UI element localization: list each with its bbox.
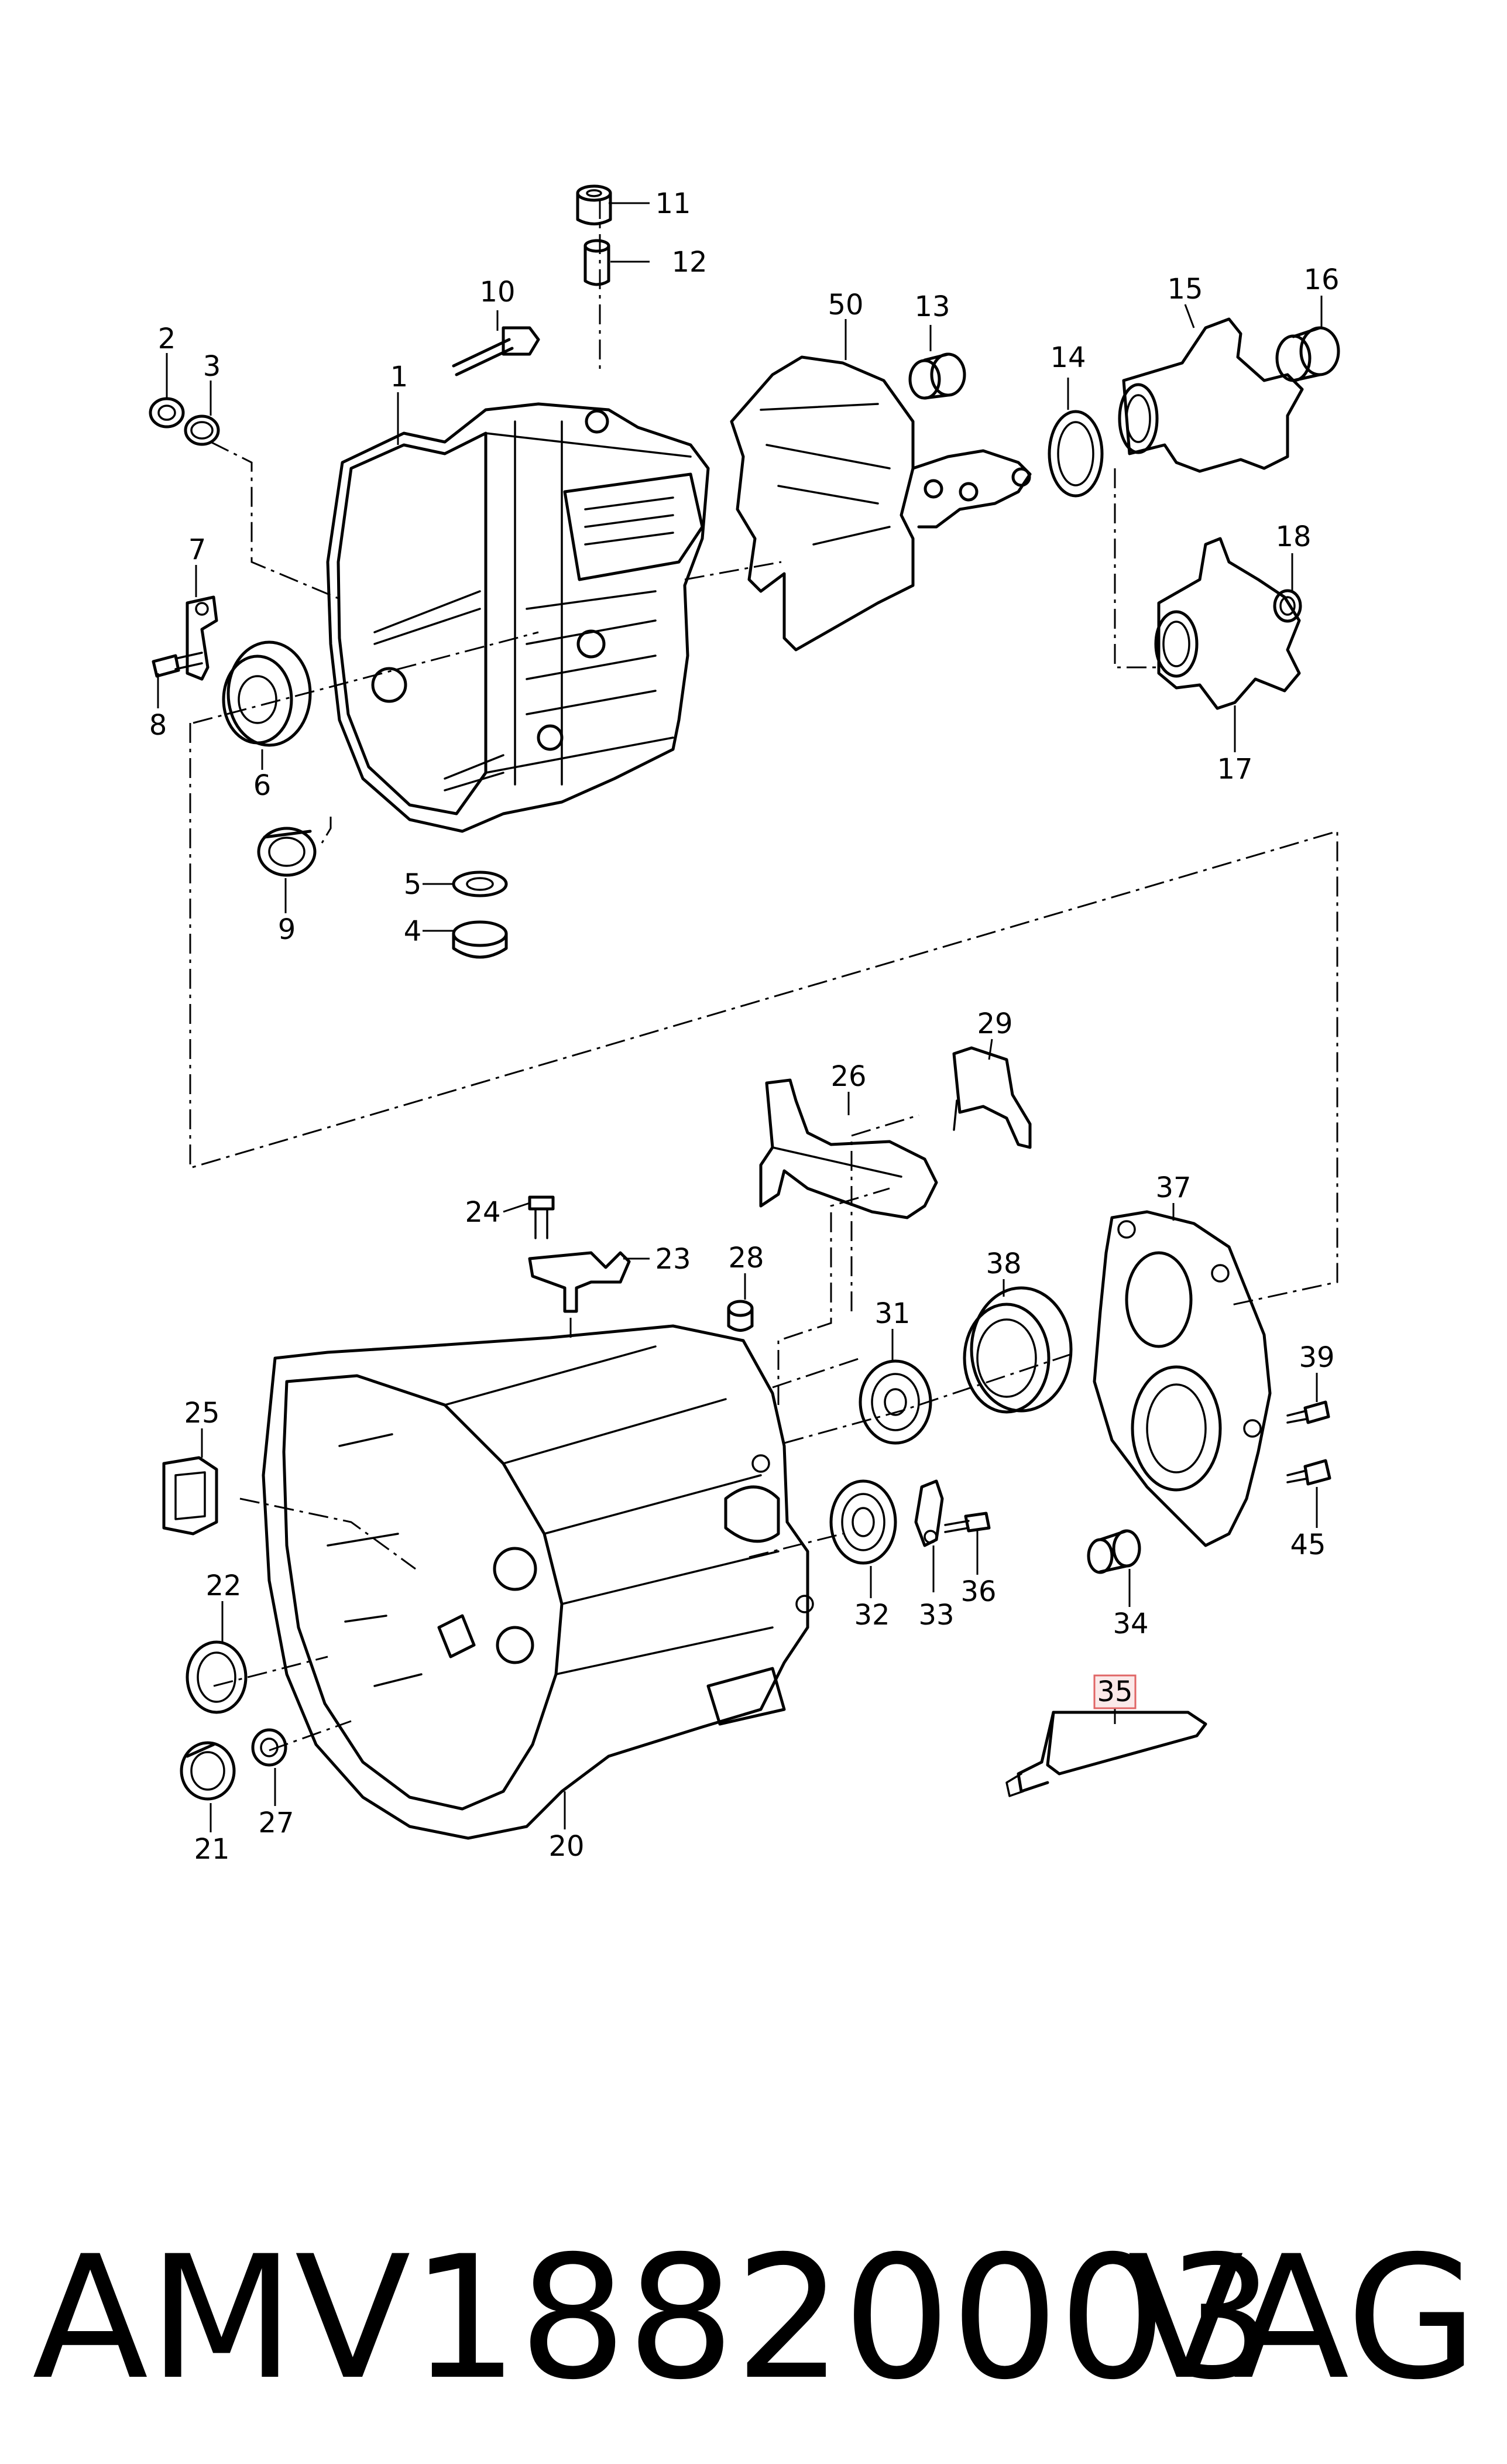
seal-22 bbox=[186, 1640, 248, 1714]
clip-7 bbox=[186, 595, 218, 681]
sealant-tube-45 bbox=[1005, 1711, 1207, 1797]
callout-25: 25 bbox=[184, 1397, 219, 1430]
cap-16 bbox=[1275, 326, 1340, 382]
bolt-24 bbox=[528, 1195, 555, 1239]
dowel-28 bbox=[727, 1300, 754, 1332]
callout-9: 9 bbox=[278, 913, 296, 946]
callout-27: 27 bbox=[258, 1807, 294, 1839]
callout-24: 24 bbox=[465, 1196, 500, 1229]
washer-5 bbox=[452, 871, 508, 897]
seal-2 bbox=[149, 397, 185, 429]
callout-28: 28 bbox=[728, 1242, 764, 1274]
callout-26: 26 bbox=[830, 1060, 866, 1093]
callout-22: 22 bbox=[205, 1569, 241, 1602]
sensor-23 bbox=[528, 1251, 631, 1313]
nut-27 bbox=[251, 1728, 287, 1767]
callout-12: 12 bbox=[671, 246, 707, 279]
needle-bearing-13 bbox=[908, 352, 966, 400]
callout-35: 37 bbox=[1155, 1171, 1191, 1204]
callout-4: 4 bbox=[404, 915, 422, 948]
bearing-32 bbox=[829, 1479, 897, 1565]
callout-11: 11 bbox=[655, 187, 691, 220]
callout-50: 50 bbox=[828, 289, 863, 321]
bearing-6 bbox=[222, 640, 312, 747]
callout-32: 32 bbox=[854, 1599, 890, 1632]
callout-38: 45 bbox=[1290, 1529, 1326, 1561]
bearing-31 bbox=[859, 1359, 932, 1445]
callout-39: 34 bbox=[1113, 1608, 1148, 1640]
plug-21 bbox=[180, 1741, 236, 1801]
cover-26 bbox=[759, 1078, 938, 1219]
callout-34: 36 bbox=[960, 1575, 996, 1608]
screw-8 bbox=[152, 652, 203, 678]
callout-8: 8 bbox=[149, 709, 167, 742]
callout-36: 38 bbox=[986, 1248, 1021, 1280]
callout-6: 6 bbox=[253, 769, 272, 802]
main-housing-20 bbox=[262, 1324, 814, 1840]
screw-37 bbox=[1286, 1400, 1330, 1424]
callout-21: 21 bbox=[194, 1833, 229, 1866]
callout-7: 7 bbox=[188, 533, 207, 566]
callout-16: 16 bbox=[1303, 263, 1339, 296]
callout-45-box bbox=[1093, 1674, 1137, 1709]
callout-17: 17 bbox=[1217, 753, 1252, 786]
callout-10: 10 bbox=[479, 276, 515, 309]
callout-labels: 11 12 10 2 3 1 50 13 14 15 16 18 17 7 8 … bbox=[149, 187, 1340, 1866]
callout-23: 23 bbox=[655, 1243, 691, 1276]
pin-12 bbox=[583, 239, 610, 286]
needle-bearing-9 bbox=[257, 827, 317, 877]
callout-15: 15 bbox=[1167, 273, 1203, 306]
callout-18: 18 bbox=[1275, 520, 1311, 553]
callout-5: 5 bbox=[404, 868, 422, 901]
screw-34 bbox=[944, 1512, 991, 1533]
callout-14: 14 bbox=[1050, 341, 1086, 374]
leader-lines bbox=[157, 202, 1323, 1832]
part-number: AMV18820003 bbox=[32, 2220, 1275, 2417]
gearbox-housing-1 bbox=[326, 402, 710, 833]
seal-3 bbox=[184, 414, 220, 446]
callout-45-highlight[interactable]: 35 bbox=[1093, 1674, 1137, 1709]
flange-15 bbox=[1118, 317, 1304, 473]
callout-31: 31 bbox=[874, 1297, 910, 1330]
callout-45: 35 bbox=[1097, 1675, 1132, 1708]
callout-37: 39 bbox=[1299, 1341, 1334, 1374]
flange-17 bbox=[1154, 537, 1301, 710]
callout-3: 3 bbox=[203, 350, 221, 383]
callout-1: 1 bbox=[390, 361, 408, 393]
callout-13: 13 bbox=[914, 290, 950, 323]
bearing-36 bbox=[963, 1286, 1073, 1414]
bushing-11 bbox=[576, 184, 612, 225]
clip-33 bbox=[914, 1479, 944, 1547]
seal-14 bbox=[1048, 410, 1104, 498]
mount-4 bbox=[452, 920, 508, 959]
bracket-50 bbox=[730, 355, 1032, 652]
sleeve-39 bbox=[1087, 1529, 1141, 1574]
pad-25 bbox=[162, 1456, 218, 1536]
screw-38 bbox=[1286, 1459, 1331, 1486]
end-cover-35 bbox=[1093, 1210, 1272, 1547]
callout-2: 2 bbox=[158, 323, 176, 355]
brand-name: VAG bbox=[1128, 2220, 1478, 2417]
callout-29: 29 bbox=[977, 1007, 1012, 1040]
shield-29 bbox=[952, 1046, 1032, 1149]
assembly-dash-lines bbox=[189, 199, 1338, 1752]
callout-33: 33 bbox=[918, 1599, 954, 1632]
callout-20: 20 bbox=[548, 1830, 584, 1863]
bolt-10 bbox=[452, 326, 540, 376]
nut-18 bbox=[1273, 589, 1302, 623]
